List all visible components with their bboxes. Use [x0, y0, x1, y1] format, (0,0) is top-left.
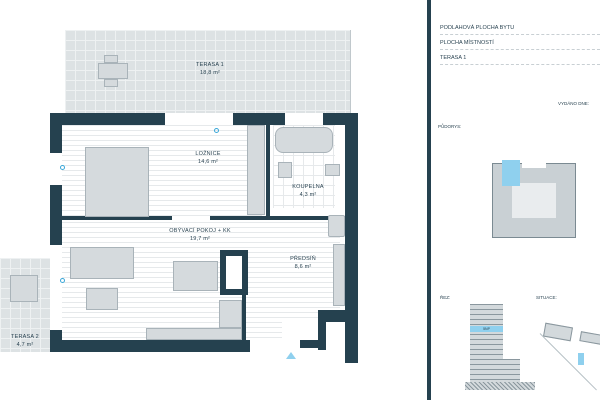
info-row: PLOCHA MÍSTNOSTÍ: [440, 40, 600, 50]
room-label-terasa-1: TERASA 1 18,8 m²: [180, 61, 240, 77]
room-label-obyvaci-pokoj: OBÝVACÍ POKOJ + KK 19,7 m²: [160, 227, 240, 243]
coffee-table: [86, 288, 118, 310]
outdoor-chair: [104, 79, 118, 87]
room-area: 14,6 m²: [197, 159, 219, 165]
cooktop: [219, 300, 242, 328]
room-name: LOŽNICE: [195, 151, 221, 157]
situation-map: [539, 305, 600, 400]
wall: [210, 216, 347, 220]
terrace-1: [65, 30, 350, 113]
terrace-2: [0, 258, 50, 352]
situation-label: SITUACE:: [536, 295, 557, 300]
outdoor-table: [98, 63, 128, 79]
room-label-predsin: PŘEDSÍŇ 8,6 m²: [283, 255, 323, 271]
wall: [50, 113, 165, 125]
wall: [318, 310, 358, 322]
section-label: ŘEZ:: [440, 295, 451, 300]
wardrobe: [247, 125, 265, 215]
wall: [62, 216, 172, 220]
room-area: 4,7 m²: [16, 342, 34, 348]
room-area: 18,8 m²: [199, 70, 221, 76]
outdoor-chair: [104, 55, 118, 63]
info-row: PODLAHOVÁ PLOCHA BYTU: [440, 25, 600, 35]
light-outlet-icon: [60, 165, 65, 170]
wall: [266, 125, 270, 220]
issued-label: VYDÁNO DNE:: [558, 101, 590, 106]
room-name: OBÝVACÍ POKOJ + KK: [169, 228, 231, 234]
wall: [318, 310, 326, 350]
room-name: KOUPELNA: [292, 184, 324, 190]
room-area: 4,3 m²: [299, 192, 317, 198]
room-name: TERASA 1: [196, 62, 224, 68]
bed: [85, 147, 149, 217]
wall: [233, 113, 285, 125]
toilet: [325, 164, 340, 176]
panel-divider: [427, 0, 431, 400]
light-outlet-icon: [60, 278, 65, 283]
wall: [300, 340, 326, 348]
building-highlight: [578, 353, 584, 365]
washing-machine: [328, 215, 345, 237]
room-name: TERASA 2: [11, 334, 39, 340]
dining-table: [173, 261, 218, 291]
light-outlet-icon: [214, 128, 219, 133]
bathtub: [275, 127, 333, 153]
wall: [50, 340, 250, 352]
kitchen-counter: [146, 328, 242, 340]
room-area: 19,7 m²: [189, 236, 211, 242]
floor-hall: [258, 222, 340, 322]
wall: [345, 113, 358, 363]
wall: [242, 290, 246, 340]
info-row: TERASA 1: [440, 55, 600, 65]
apartment-highlight: [502, 160, 520, 186]
building-floorplan-thumbnail: [492, 158, 576, 244]
highlighted-floor: 5NP: [470, 326, 503, 332]
floorplan-label: PŮDORYS:: [438, 124, 462, 129]
entrance-arrow-icon: [286, 352, 296, 359]
sofa: [70, 247, 134, 279]
room-label-koupelna: KOUPELNA 4,3 m²: [288, 183, 328, 199]
wall: [50, 185, 62, 245]
shaft: [226, 256, 242, 289]
room-name: PŘEDSÍŇ: [290, 256, 316, 262]
outdoor-table: [10, 275, 38, 302]
washbasin: [278, 162, 292, 178]
room-label-terasa-2: TERASA 2 4,7 m²: [0, 333, 50, 349]
room-area: 8,6 m²: [294, 264, 312, 270]
building-section: 5NP: [465, 304, 535, 390]
room-label-loznice: LOŽNICE 14,6 m²: [183, 150, 233, 166]
hall-wardrobe: [333, 244, 345, 306]
terrace-1-railing: [350, 30, 351, 113]
